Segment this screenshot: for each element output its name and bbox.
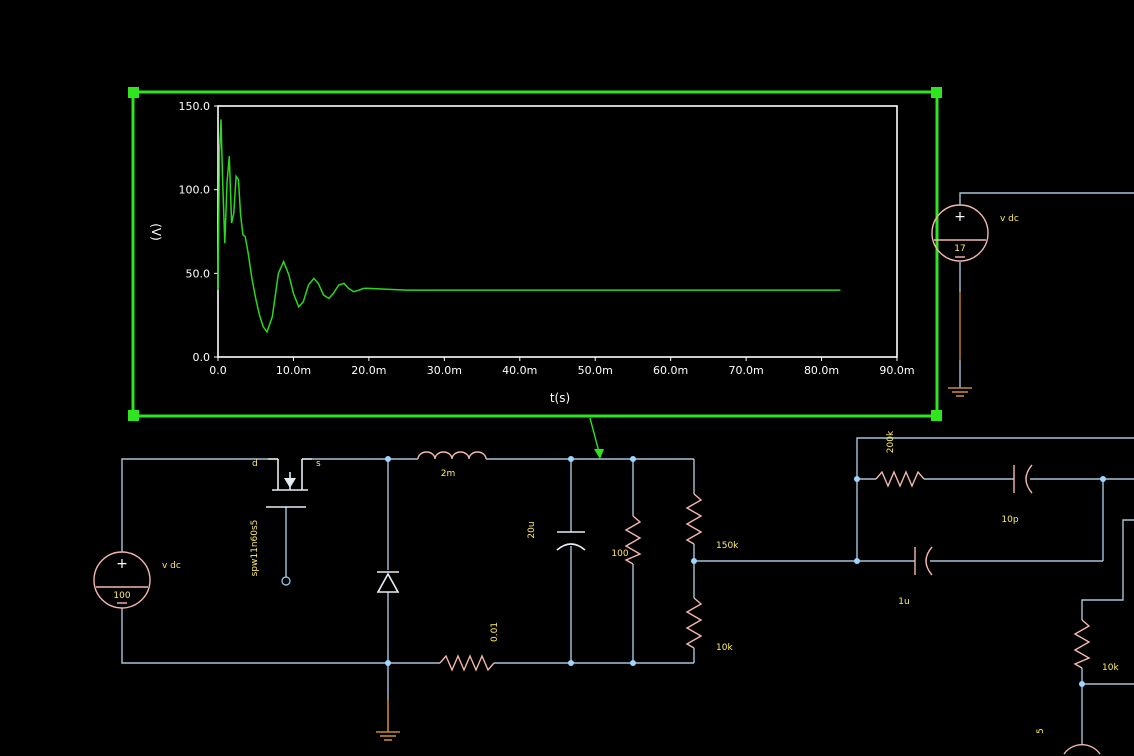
x-tick-label: 30.0m xyxy=(427,364,462,377)
y-tick-label: 150.0 xyxy=(179,100,211,113)
resistor-load[interactable]: 100 xyxy=(611,515,642,565)
waveform-plot[interactable]: 0.0 10.0m 20.0m 30.0m 40.0m 50.0m 60.0m 70.0m 80… xyxy=(128,87,942,421)
probe-arrowhead xyxy=(594,449,604,459)
x-tick-label: 10.0m xyxy=(276,364,311,377)
mosfet-source-label: s xyxy=(316,459,321,469)
resistor-sense[interactable]: 0.01 xyxy=(439,622,500,672)
mosfet-drain-label: d xyxy=(252,459,258,469)
voltage-source-right[interactable]: 5 xyxy=(1036,728,1101,755)
vsrc-main-value: 100 xyxy=(113,591,130,601)
resize-handle-tr[interactable] xyxy=(931,87,942,98)
junctions xyxy=(385,456,1106,687)
resistor-feedback-value: 200k xyxy=(886,430,896,453)
x-tick-label: 90.0m xyxy=(879,364,914,377)
resistor-load-value: 100 xyxy=(611,549,628,559)
voltage-trace xyxy=(217,119,841,334)
plus-sign-aux: + xyxy=(954,209,966,225)
x-axis-label: t(s) xyxy=(550,391,570,405)
gate-terminal xyxy=(281,576,291,586)
x-tick-label: 50.0m xyxy=(578,364,613,377)
capacitor-feedback-1-value: 10p xyxy=(1001,515,1018,525)
mosfet[interactable]: d s spw11n60s5 xyxy=(250,458,321,586)
inductor-value: 2m xyxy=(441,469,456,479)
inductor[interactable]: 2m xyxy=(417,451,487,479)
x-tick-label: 60.0m xyxy=(653,364,688,377)
x-tick-label: 20.0m xyxy=(351,364,386,377)
resistor-right[interactable]: 10k xyxy=(1073,619,1119,673)
plot-selection-frame[interactable] xyxy=(131,90,939,418)
diode[interactable] xyxy=(376,571,400,593)
x-tick-label: 70.0m xyxy=(729,364,764,377)
capacitor-output[interactable]: 20u xyxy=(527,521,586,551)
x-tick-label: 80.0m xyxy=(804,364,839,377)
voltage-source-aux[interactable]: + 17 v dc xyxy=(931,204,1019,262)
ground-aux[interactable] xyxy=(948,292,972,397)
vsrc-aux-value: 17 xyxy=(954,244,965,254)
capacitor-output-value: 20u xyxy=(527,521,537,538)
resize-handle-tl[interactable] xyxy=(128,87,139,98)
voltage-source-main[interactable]: + 100 v dc xyxy=(93,551,181,609)
vsrc-aux-type: v dc xyxy=(1000,214,1019,224)
resize-handle-bl[interactable] xyxy=(128,410,139,421)
resistor-divider-bottom-value: 10k xyxy=(716,643,733,653)
y-tick-label: 0.0 xyxy=(193,351,211,364)
resistor-divider-top[interactable]: 150k xyxy=(685,493,739,551)
capacitor-feedback-1[interactable]: 10p xyxy=(1001,464,1033,525)
mosfet-model: spw11n60s5 xyxy=(250,520,260,577)
fet-arrow xyxy=(284,478,296,488)
x-tick-label: 40.0m xyxy=(502,364,537,377)
vsrc-main-type: v dc xyxy=(162,561,181,571)
ground-main[interactable] xyxy=(376,700,400,741)
capacitor-feedback-2[interactable]: 1u xyxy=(898,546,933,607)
resistor-divider-bottom[interactable]: 10k xyxy=(685,597,733,653)
plus-sign: + xyxy=(116,556,128,572)
probe-line xyxy=(589,417,600,453)
resize-handle-br[interactable] xyxy=(931,410,942,421)
vsrc-right-value: 5 xyxy=(1036,728,1046,734)
resistor-sense-value: 0.01 xyxy=(490,622,500,642)
x-tick-label: 0.0 xyxy=(209,364,227,377)
resistor-divider-top-value: 150k xyxy=(716,541,739,551)
resistor-feedback[interactable]: 200k xyxy=(875,430,925,488)
resistor-right-value: 10k xyxy=(1102,663,1119,673)
y-tick-label: 50.0 xyxy=(186,267,211,280)
y-axis-label: (V) xyxy=(149,223,163,241)
y-tick-label: 100.0 xyxy=(179,184,211,197)
plot-area xyxy=(217,105,898,358)
wires xyxy=(121,192,1134,745)
capacitor-feedback-2-value: 1u xyxy=(898,597,909,607)
